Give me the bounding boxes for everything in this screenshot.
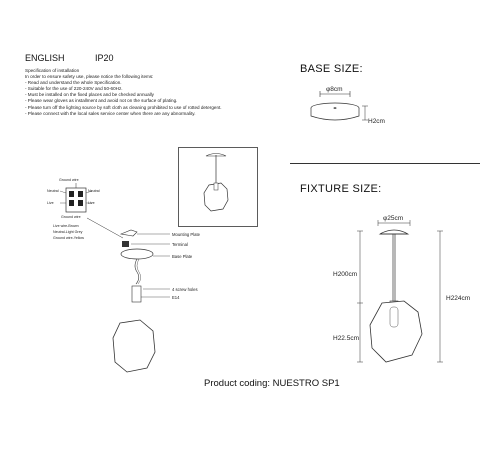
wiring-live-color: Live wire-Brown [53, 224, 79, 228]
spec-title: Specification of installation [25, 68, 80, 73]
wiring-ground-bottom: Ground wire [61, 215, 81, 219]
rod-height-label: H200cm [333, 271, 357, 278]
spec-line: - Please wear gloves as installment and … [25, 98, 178, 104]
spec-line: - Please connect with the local sales se… [25, 110, 196, 116]
divider [290, 163, 480, 164]
language-label: ENGLISH [25, 53, 65, 63]
spec-line: - Read and understand the whole Specific… [25, 80, 122, 86]
wiring-live-left: Live [47, 201, 54, 205]
spec-line: - Please turn off the lighting source by… [25, 104, 222, 110]
base-diameter-label: φ8cm [326, 86, 343, 93]
base-plate-label: Base Plate [172, 254, 193, 259]
mounting-plate-label: Mounting Plate [172, 232, 201, 237]
base-height-label: H2cm [368, 118, 385, 125]
wiring-ground-top: Ground wire [59, 178, 79, 182]
product-thumbnail [178, 147, 258, 227]
wiring-neutral-right: Neutral [88, 189, 100, 193]
socket-label: E14 [172, 295, 180, 300]
terminal-label: Terminal [172, 242, 188, 247]
specification-block: Specification of installation In order t… [25, 68, 222, 117]
assembly-drawing: Mounting Plate Terminal Base Plate 4 scr… [86, 217, 201, 373]
fixture-drawing: φ25cm H200cm H22.5cm H224cm [333, 215, 470, 363]
total-height-label: H224cm [446, 295, 470, 302]
screw-holes-label: 4 screw holes [172, 287, 198, 292]
spec-line: - Must be installed on the fixed places … [25, 92, 154, 98]
wiring-ground-color: Ground wire-Yellow [53, 236, 84, 240]
fixture-diameter-label: φ25cm [383, 215, 403, 222]
wiring-neutral-left: Neutral [47, 189, 59, 193]
base-size-title: BASE SIZE: [300, 63, 363, 75]
spec-line: - Suitable for the use of 220-240V and 5… [25, 86, 123, 92]
fixture-size-title: FIXTURE SIZE: [300, 183, 382, 195]
product-coding: Product coding: NUESTRO SP1 [204, 378, 340, 389]
spec-line: In order to ensure safety use, please no… [25, 74, 154, 80]
ip-rating: IP20 [95, 53, 114, 63]
wiring-neutral-color: Neutral-Light Grey [53, 230, 83, 234]
base-drawing: φ8cm H2cm [310, 86, 385, 125]
wiring-diagram: Ground wire Neutral Live Neutral Live Gr… [47, 178, 100, 240]
shade-height-label: H22.5cm [333, 335, 359, 342]
